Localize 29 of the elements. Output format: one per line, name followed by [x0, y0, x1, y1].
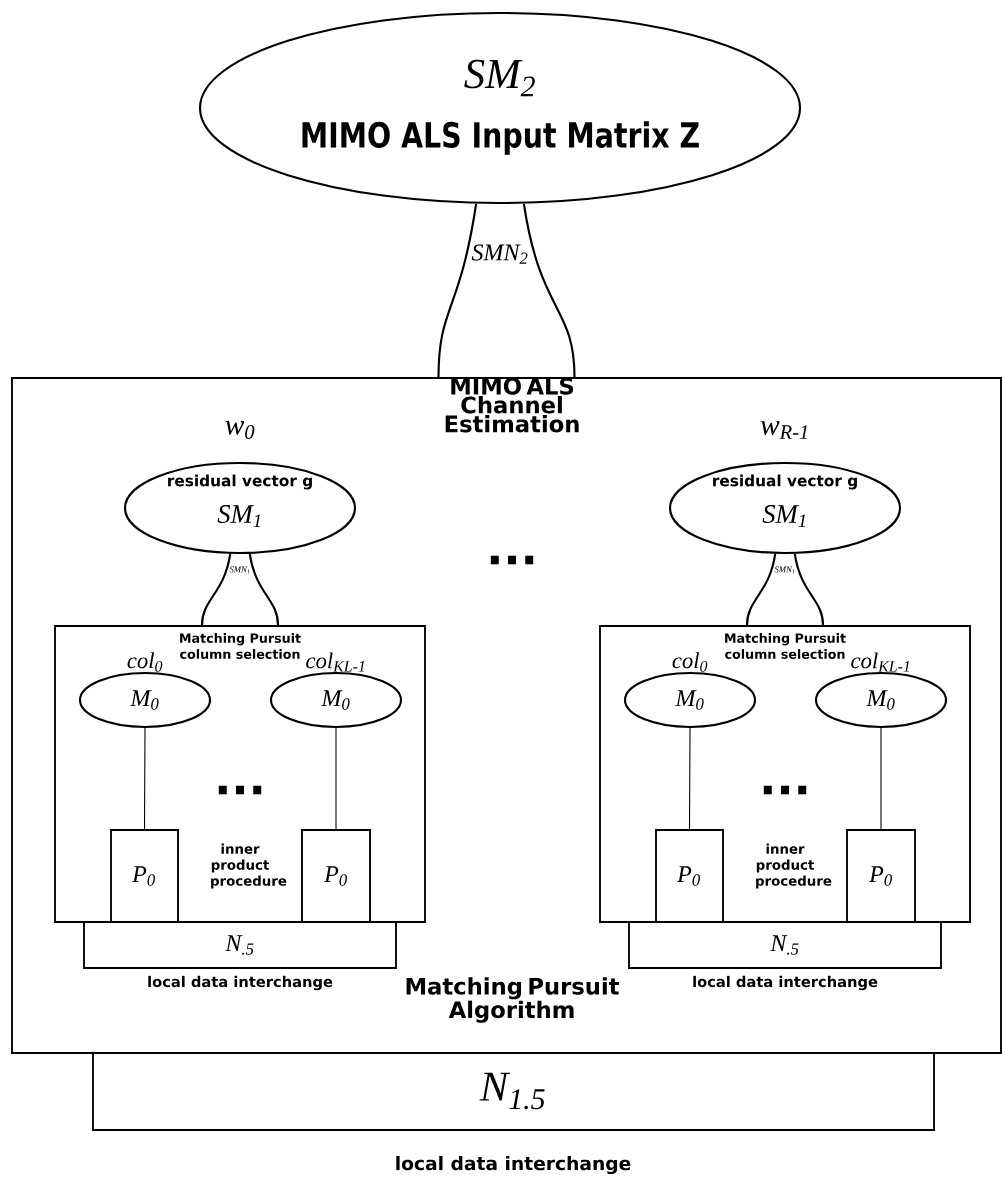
processor-box: P$_{0}$ — [301, 829, 371, 923]
connector-line — [688, 727, 691, 830]
node-caption: local data interchange — [396, 1155, 631, 1175]
node-caption: col$_{0}$ — [127, 652, 163, 672]
connector-line — [880, 727, 882, 830]
node-caption: local data interchange — [148, 975, 333, 991]
connector-neck — [745, 552, 825, 627]
processor-box: P$_{0}$ — [110, 829, 179, 923]
node-caption: w$_{R-1}$ — [760, 421, 808, 439]
node-caption: col$_{KL-1}$ — [306, 652, 365, 672]
ellipsis-dots: ... — [763, 785, 807, 795]
network-box: N$_{.5}$ — [83, 921, 397, 969]
edge-label: SMN$_{2}$ — [471, 244, 528, 264]
processor-box: P$_{0}$ — [846, 829, 916, 923]
network-box: N$_{.5}$ — [628, 921, 942, 969]
connector-neck — [200, 552, 280, 627]
node-caption: col$_{KL-1}$ — [851, 652, 910, 672]
connector-neck — [437, 202, 576, 379]
connector-line — [143, 727, 146, 830]
ellipsis-dots: ... — [218, 785, 262, 795]
edge-label: SMN$_{1}$ — [774, 566, 795, 574]
connector-line — [335, 727, 337, 830]
edge-label: SMN$_{1}$ — [229, 566, 250, 574]
network-box: N$_{1.5}$ — [92, 1052, 935, 1131]
node-caption: local data interchange — [693, 975, 878, 991]
ellipsis-dots: ... — [490, 555, 534, 565]
processor-box: P$_{0}$ — [655, 829, 724, 923]
node-caption: col$_{0}$ — [672, 652, 708, 672]
node-caption: w$_{0}$ — [225, 421, 255, 439]
